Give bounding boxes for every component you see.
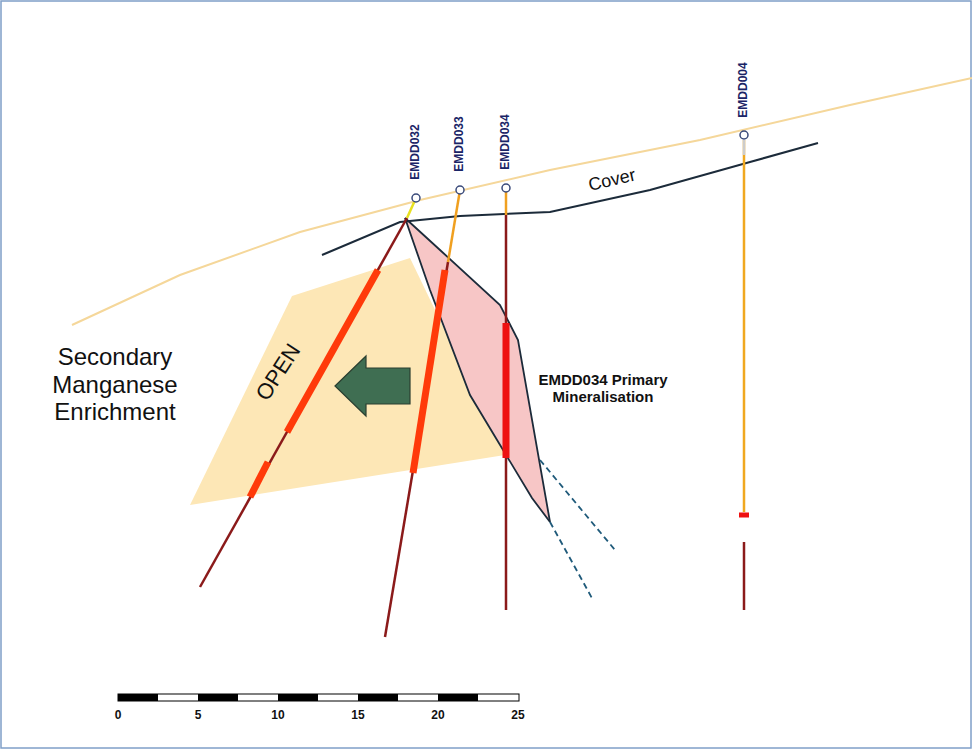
drill-trace	[505, 215, 508, 610]
intercept	[503, 323, 510, 458]
scale-bar	[118, 694, 519, 701]
collar	[412, 194, 420, 202]
drill-trace	[743, 140, 746, 512]
intercept	[739, 513, 749, 518]
scale-segment	[438, 694, 478, 701]
topography-line	[72, 78, 972, 325]
drillhole-id: EMDD032	[409, 124, 423, 179]
zone-boundary	[405, 218, 550, 522]
scale-number: 10	[271, 709, 284, 723]
collar	[740, 131, 748, 139]
projected-boundary	[550, 522, 593, 600]
collar	[456, 186, 464, 194]
intercept	[413, 270, 445, 473]
scale-number: 5	[195, 709, 202, 723]
scale-number: 15	[351, 709, 364, 723]
drillhole-id: EMDD004	[737, 62, 751, 117]
projected-boundary	[540, 460, 615, 550]
scale-number: 0	[115, 709, 122, 723]
primary-zone	[405, 218, 550, 522]
scale-number: 25	[511, 709, 524, 723]
scale-number: 20	[431, 709, 444, 723]
zone-label: Secondary Manganese Enrichment	[23, 343, 208, 426]
drillhole-id: EMDD033	[453, 116, 467, 171]
drillhole-id: EMDD034	[499, 114, 513, 169]
scale-segment	[278, 694, 318, 701]
zone-label: EMDD034 Primary Mineralisation	[536, 371, 671, 406]
drill-trace	[743, 542, 746, 610]
scale-segment	[358, 694, 398, 701]
drill-trace	[448, 190, 460, 262]
drill-trace	[743, 140, 746, 155]
drill-trace	[385, 262, 448, 637]
direction-arrow	[335, 356, 410, 416]
intercept	[250, 462, 268, 497]
collar	[502, 184, 510, 192]
scale-segment	[118, 694, 158, 701]
scale-segments	[118, 694, 478, 701]
zone-boundary	[405, 218, 550, 522]
scale-segment	[198, 694, 238, 701]
